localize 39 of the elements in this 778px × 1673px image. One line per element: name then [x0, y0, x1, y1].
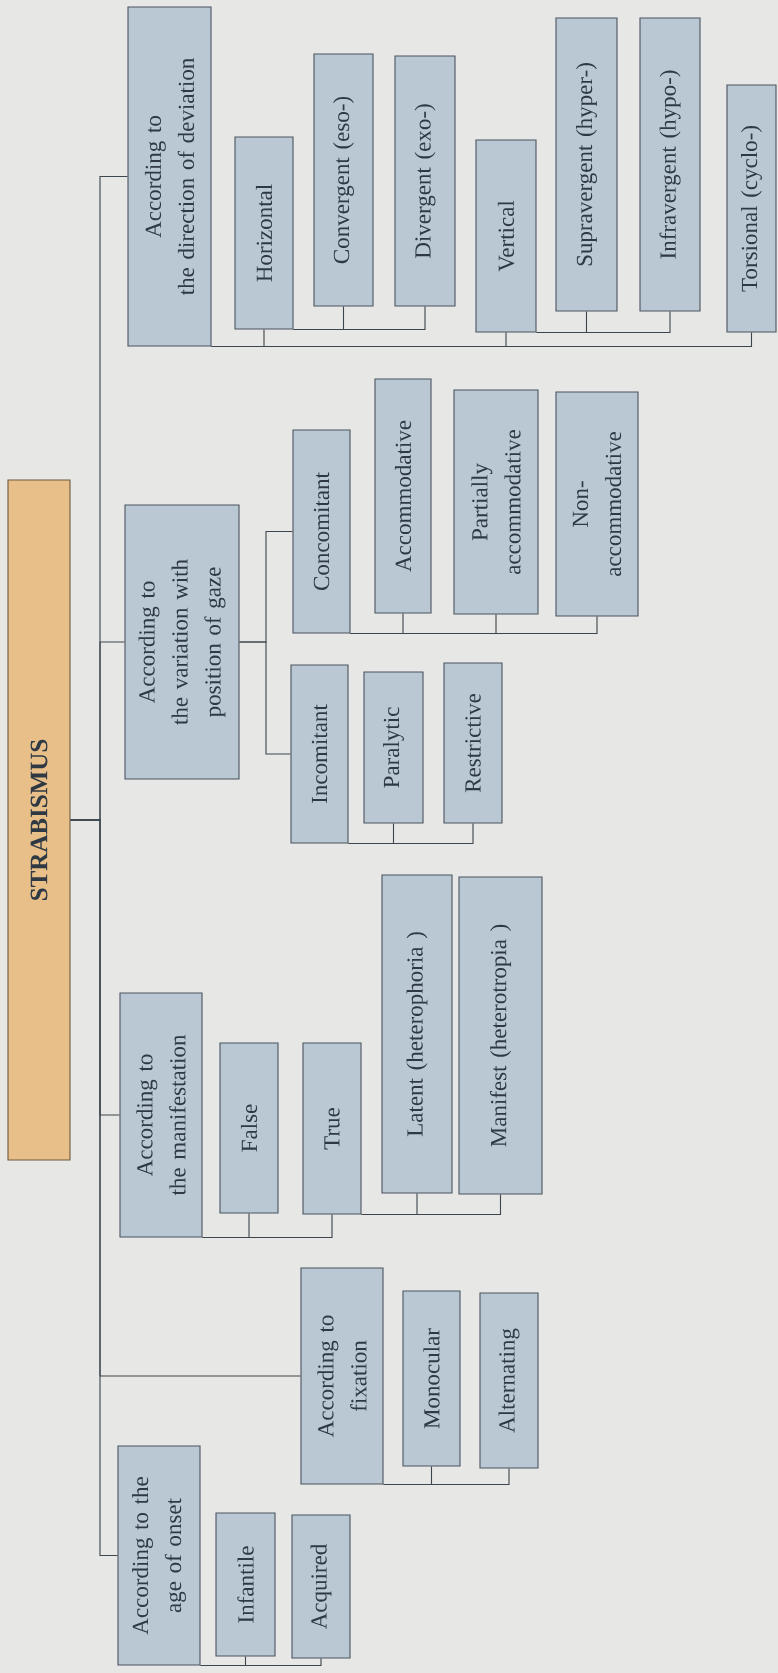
category-box: Partially accommodative [453, 389, 539, 615]
category-box: Infravergent (hypo-) [639, 17, 701, 312]
connector-line [239, 530, 293, 643]
connector-line [536, 311, 671, 334]
category-box: Infantile [215, 1512, 276, 1657]
category-box: Horizontal [234, 136, 294, 330]
category-box: Incomitant [290, 664, 349, 844]
category-box: According to the age of onset [117, 1445, 201, 1666]
category-box: Torsional (cyclo-) [726, 84, 777, 333]
category-box: Supravergent (hyper-) [555, 17, 618, 312]
connector-line [211, 332, 753, 348]
connector-line [70, 175, 128, 821]
category-box: According to the variation with position of gaze [124, 504, 240, 780]
category-box: Monocular [402, 1290, 461, 1467]
category-box: According to the direction of deviation [127, 6, 212, 347]
connector-line [383, 1468, 510, 1486]
title-box: STRABISMUS [7, 479, 71, 1161]
category-box: True [302, 1042, 362, 1215]
category-box: Concomitant [292, 429, 351, 634]
category-box: Restrictive [443, 662, 503, 824]
connector-line [350, 616, 598, 635]
category-box: According to fixation [300, 1267, 384, 1485]
category-box: Alternating [479, 1292, 539, 1469]
category-box: Non- accommodative [555, 391, 639, 617]
category-box: According to the manifestation [119, 992, 203, 1238]
category-box: Acquired [291, 1514, 351, 1659]
category-box: Convergent (eso-) [313, 53, 374, 307]
category-box: False [219, 1042, 279, 1214]
category-box: Vertical [475, 139, 537, 333]
category-box: Accommodative [374, 378, 432, 614]
connector-line [200, 1658, 322, 1667]
connector-line [202, 1214, 333, 1239]
connector-line [293, 306, 426, 331]
category-box: Latent (heterophoria ) [381, 874, 453, 1194]
category-box: Manifest (heterotropia ) [458, 876, 543, 1195]
connector-line [361, 1194, 502, 1216]
category-box: Divergent (exo-) [394, 55, 456, 307]
connector-line [348, 823, 474, 845]
category-box: Paralytic [363, 671, 424, 824]
